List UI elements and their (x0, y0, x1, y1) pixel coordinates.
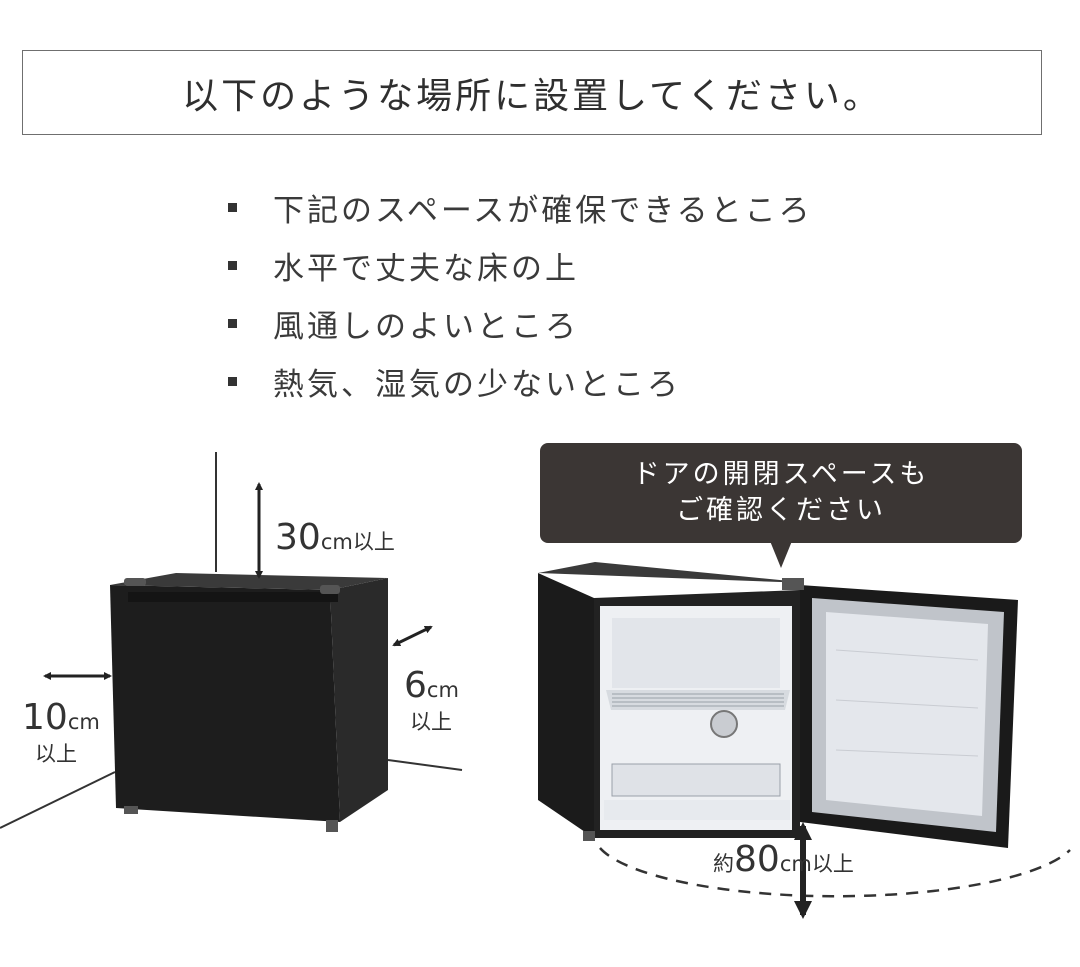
list-item-text: 熱気、湿気の少ないところ (273, 366, 681, 403)
bullet-square-icon (228, 376, 237, 386)
side-clearance-label: 6cm (404, 665, 459, 706)
door-swing-arc (599, 847, 1071, 898)
bullet-square-icon (228, 318, 237, 328)
requirements-list: 下記のスペースが確保できるところ 水平で丈夫な床の上 風通しのよいところ 熱気、… (228, 178, 813, 410)
list-item-text: 水平で丈夫な床の上 (273, 250, 579, 287)
callout-line: ご確認ください (676, 495, 886, 526)
right-freezer-diagram (538, 541, 1071, 919)
bullet-square-icon (228, 260, 237, 270)
list-item: 熱気、湿気の少ないところ (228, 352, 813, 410)
freezer-open-icon (538, 562, 1018, 848)
list-item-text: 風通しのよいところ (273, 308, 579, 345)
list-item: 水平で丈夫な床の上 (228, 236, 813, 294)
floor-line (387, 759, 463, 771)
callout-line: ドアの開閉スペースも (632, 458, 930, 490)
title-box: 以下のような場所に設置してください。 (22, 50, 1042, 135)
callout-pointer (770, 541, 792, 568)
freezer-closed-icon (110, 573, 388, 832)
left-clearance-suffix: 以上 (35, 742, 77, 766)
door-space-callout: ドアの開閉スペースも ご確認ください (540, 443, 1022, 543)
left-clearance-label: 10cm (22, 697, 100, 738)
door-clearance-label: 約80cm以上 (713, 839, 854, 880)
floor-line (0, 771, 116, 829)
top-clearance-label: 30cm以上 (275, 517, 395, 558)
bullet-square-icon (228, 202, 237, 212)
page-title: 以下のような場所に設置してください。 (182, 75, 882, 117)
list-item-text: 下記のスペースが確保できるところ (273, 192, 813, 229)
side-clearance-suffix: 以上 (410, 710, 452, 734)
list-item: 風通しのよいところ (228, 294, 813, 352)
left-freezer-diagram (0, 452, 463, 832)
side-clearance-arrow (392, 625, 433, 647)
list-item: 下記のスペースが確保できるところ (228, 178, 813, 236)
